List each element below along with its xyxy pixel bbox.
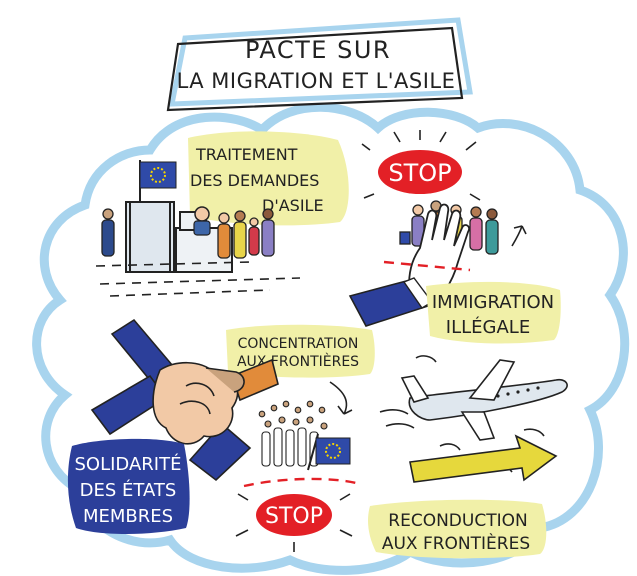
solidarity-scene: SOLIDARITÉ DES ÉTATS MEMBRES: [67, 318, 279, 534]
title-line-2: LA MIGRATION ET L'ASILE: [177, 69, 456, 93]
return-label-line-2: AUX FRONTIÈRES: [382, 532, 530, 554]
eu-flag-icon: [139, 160, 177, 210]
concentration-label-line-1: CONCENTRATION: [238, 336, 359, 352]
arrow-icon: [409, 434, 558, 483]
illegal-immigration-scene: STOP: [348, 130, 561, 344]
crowd-group: [258, 400, 328, 467]
handshake-icon: [90, 318, 279, 482]
solidarity-label-line-2: DES ÉTATS: [80, 479, 177, 501]
asylum-processing-scene: TRAITEMENT DES DEMANDES D'ASILE: [95, 131, 349, 297]
title-banner: PACTE SUR LA MIGRATION ET L'ASILE: [166, 17, 473, 112]
eu-flag-icon: [307, 433, 351, 471]
officer-figure: [193, 206, 211, 236]
stop-label-bottom: STOP: [265, 504, 323, 529]
stop-sign-bottom: STOP: [235, 493, 353, 552]
asylum-label-line-2: DES DEMANDES: [190, 171, 319, 190]
return-scene: RECONDUCTION AUX FRONTIÈRES: [368, 355, 568, 559]
border-concentration-scene: CONCENTRATION AUX FRONTIÈRES: [226, 324, 375, 552]
asylum-label-line-3: D'ASILE: [262, 196, 324, 215]
illegal-immigration-label-line-2: ILLÉGALE: [446, 316, 530, 338]
airplane-icon: [379, 359, 568, 441]
solidarity-label-line-1: SOLIDARITÉ: [75, 453, 182, 475]
title-line-1: PACTE SUR: [245, 36, 391, 64]
solidarity-label-line-3: MEMBRES: [83, 506, 173, 527]
asylum-label-line-1: TRAITEMENT: [195, 145, 298, 164]
return-label-line-1: RECONDUCTION: [388, 511, 527, 531]
stop-hand-icon: [348, 203, 470, 327]
asylum-seekers-queue: [101, 208, 275, 259]
stop-label-top: STOP: [388, 159, 451, 187]
illegal-immigration-label-line-1: IMMIGRATION: [432, 292, 554, 313]
stop-sign-top: STOP: [361, 130, 481, 201]
